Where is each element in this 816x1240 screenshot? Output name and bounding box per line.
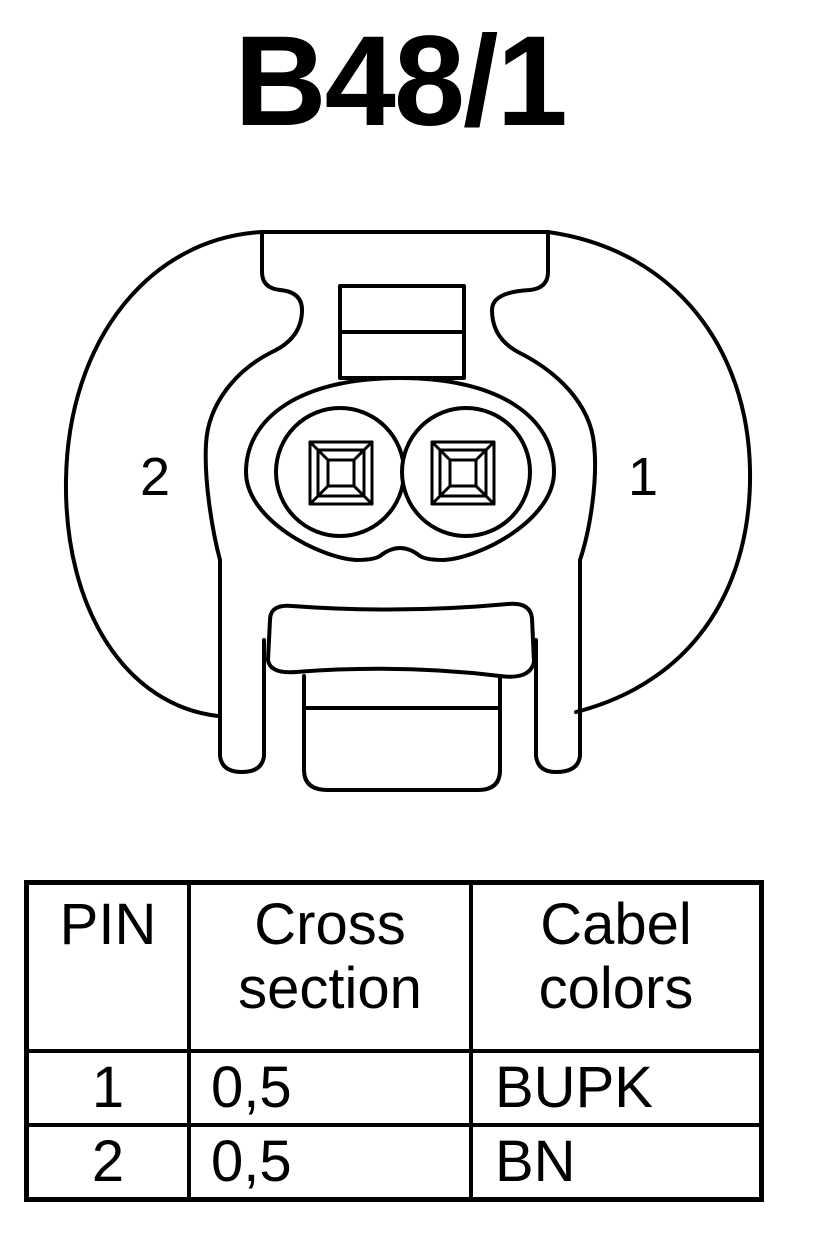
row-cable-color: BUPK xyxy=(469,1049,764,1127)
pin-1-terminal xyxy=(430,440,496,506)
table-row: 1 0,5 BUPK xyxy=(24,1049,764,1127)
row-pin: 1 xyxy=(24,1049,191,1127)
header-cross-section-line2: section xyxy=(238,956,422,1021)
connector-latch-tab xyxy=(203,230,304,774)
connector-housing-outline xyxy=(63,230,753,718)
pin-2-terminal xyxy=(308,440,374,506)
connector-face-diagram xyxy=(63,230,753,792)
header-cable-colors: Cabel colors xyxy=(469,880,764,1053)
connector-title: B48/1 xyxy=(234,10,568,153)
pin-2-label: 2 xyxy=(140,447,171,507)
header-cable-colors-line1: Cabel xyxy=(540,892,692,957)
table-row: 2 0,5 BN xyxy=(24,1123,764,1202)
header-cross-section-line1: Cross xyxy=(254,892,406,957)
header-cable-colors-line2: colors xyxy=(538,956,694,1021)
row-pin: 2 xyxy=(24,1123,191,1202)
pin-1-label: 1 xyxy=(628,447,659,507)
connector-bottom-tab xyxy=(302,674,502,792)
connector-lower-clip xyxy=(266,601,536,679)
row-cross-section: 0,5 xyxy=(187,1123,473,1202)
row-cable-color: BN xyxy=(469,1123,764,1202)
pin-assignment-table: PIN Cross section Cabel colors 1 0,5 BUP… xyxy=(24,880,764,1202)
table-header-row: PIN Cross section Cabel colors xyxy=(24,880,764,1053)
header-pin: PIN xyxy=(24,880,191,1053)
row-cross-section: 0,5 xyxy=(187,1049,473,1127)
header-cross-section: Cross section xyxy=(187,880,473,1053)
